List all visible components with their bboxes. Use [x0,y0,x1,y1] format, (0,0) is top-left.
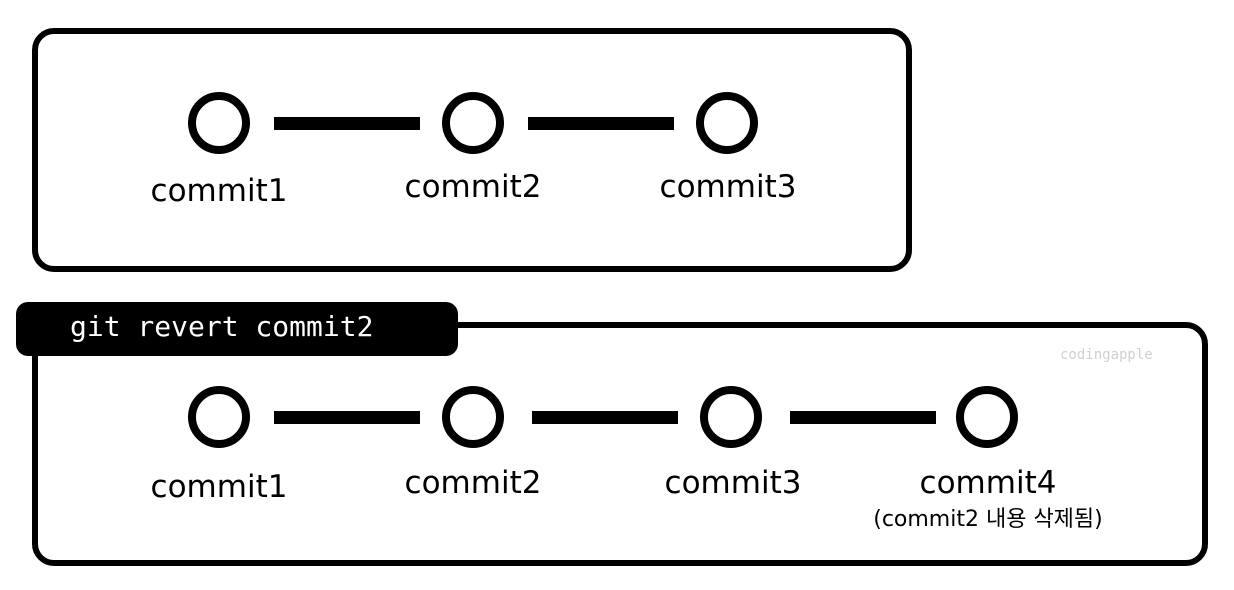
commit-label: commit2 [404,465,542,501]
commit-node-1 [188,386,250,448]
commit-node-3 [696,92,758,154]
commit-node-1 [188,92,250,154]
commit-label: commit3 [664,465,802,501]
edge-3-4 [790,411,936,424]
command-text: git revert commit2 [70,310,374,343]
commit-node-2 [442,386,504,448]
edge-2-3 [528,117,674,130]
watermark: codingapple [1060,347,1153,363]
commit-label: commit3 [659,169,797,205]
commit-label: commit2 [404,169,542,205]
command-tag [16,302,458,356]
edge-1-2 [274,411,420,424]
edge-2-3 [532,411,678,424]
commit-label: commit1 [150,469,288,505]
commit-node-4 [956,386,1018,448]
commit-node-2 [442,92,504,154]
commit-note: (commit2 내용 삭제됨) [873,507,1103,532]
edge-1-2 [274,117,420,130]
commit-label: commit4 [919,465,1057,501]
commit-label: commit1 [150,173,288,209]
commit-node-3 [700,386,762,448]
